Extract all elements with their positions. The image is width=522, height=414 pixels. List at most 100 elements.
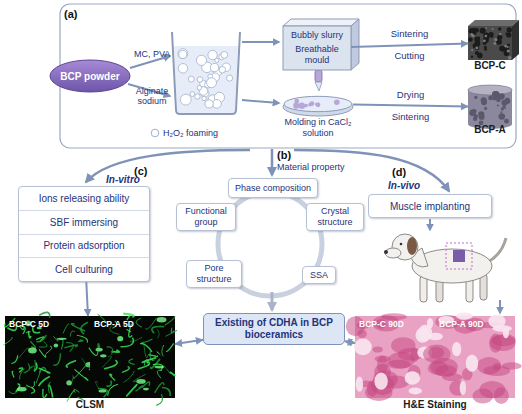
- pore: [494, 38, 497, 41]
- decor-path: [488, 238, 506, 262]
- dog-illustration: [384, 234, 506, 302]
- pore-void: [428, 333, 443, 341]
- node-label: Functional group: [179, 206, 233, 228]
- cell-body: [28, 347, 37, 353]
- cell-strand: [11, 355, 17, 363]
- pore: [473, 117, 477, 121]
- pore: [504, 107, 506, 109]
- cell-strand: [170, 372, 175, 376]
- foam-bubble: [179, 50, 187, 58]
- cell-strand: [122, 367, 129, 373]
- pore-void: [416, 328, 430, 343]
- decor-path: [242, 100, 279, 103]
- pore: [479, 114, 485, 120]
- decor-rect: [453, 250, 465, 262]
- cell-strand: [104, 360, 117, 369]
- panel-label: (a): [64, 8, 77, 20]
- tissue: [375, 355, 391, 362]
- foam-bubble: [188, 76, 194, 82]
- foam-bubble: [178, 49, 188, 59]
- connector-arrow: [86, 282, 88, 316]
- cube-top: [283, 19, 359, 26]
- cell-body: [54, 343, 59, 347]
- image-background: [5, 316, 90, 398]
- panel-label: (d): [392, 166, 406, 178]
- cell-strand: [29, 331, 32, 338]
- cell-strand: [29, 366, 34, 369]
- annotation: MC, PVA: [134, 49, 170, 59]
- edge-label: Sintering Cutting: [384, 23, 436, 67]
- tissue: [449, 380, 466, 396]
- pore: [493, 42, 496, 45]
- node-label: Muscle implanting: [390, 201, 470, 212]
- cell-strand: [107, 347, 113, 355]
- tissue: [411, 348, 419, 363]
- scaffold-block: BCP-A: [468, 90, 512, 124]
- foam-bubble: [219, 67, 225, 73]
- clsm-image: BCP-C 5D: [5, 316, 90, 398]
- cell-strand: [124, 371, 135, 383]
- pore-void: [356, 376, 363, 391]
- pore-void: [460, 381, 466, 395]
- cell-strand: [171, 328, 174, 333]
- node-shape: [468, 90, 512, 124]
- pore: [480, 28, 486, 34]
- cell-strand: [66, 342, 73, 351]
- cell-strand: [136, 386, 143, 391]
- cell-strand: [141, 339, 152, 343]
- property-box: Crystal structure: [306, 203, 364, 231]
- property-box: Functional group: [176, 203, 236, 231]
- block-top: [468, 85, 512, 95]
- connector-arrow: [345, 341, 355, 343]
- pore: [504, 98, 510, 104]
- cell-strand: [156, 394, 162, 406]
- pore-void: [408, 387, 421, 394]
- node-shape: [283, 92, 353, 116]
- cell-strand: [136, 318, 142, 327]
- dish-rim: [284, 96, 352, 111]
- pipette: [315, 70, 322, 91]
- cell-strand: [78, 340, 83, 342]
- pore: [485, 27, 487, 29]
- pore: [506, 32, 511, 37]
- cell-strand: [81, 322, 88, 334]
- pore: [508, 56, 512, 60]
- cell-body: [136, 379, 145, 384]
- scaffold-block: BCP-C: [468, 26, 512, 60]
- mould-box: Bubbly slurryBreathable mould: [283, 26, 351, 70]
- node-label: BCP-C 5D: [9, 319, 49, 330]
- cell-strand: [166, 343, 174, 351]
- bead: [299, 102, 305, 108]
- pore: [507, 46, 509, 48]
- connector-arrow: [351, 44, 468, 47]
- cell-body: [155, 366, 165, 369]
- pore: [481, 97, 487, 103]
- annotation: Alginate sodium: [130, 86, 174, 106]
- method-item: SBF immersing: [19, 211, 149, 235]
- pore: [488, 96, 493, 101]
- node-label: Crystal structure: [309, 206, 361, 228]
- cell-strand: [36, 335, 46, 342]
- cell-body: [117, 336, 123, 341]
- decor-ellipse: [407, 237, 417, 255]
- cell-strand: [138, 362, 150, 369]
- legend-row: H₂O₂ foaming: [150, 128, 218, 138]
- foam-bubble: [178, 64, 187, 73]
- pore: [469, 109, 475, 115]
- bead: [310, 101, 315, 106]
- node-label: BCP-A 90D: [439, 319, 484, 330]
- property-box: Phase composition: [228, 178, 318, 198]
- cell-strand: [34, 363, 37, 372]
- pore: [473, 46, 475, 48]
- cell-strand: [43, 389, 47, 398]
- cell-body: [99, 389, 107, 392]
- pore-void: [452, 342, 461, 356]
- pore: [504, 119, 509, 124]
- bead: [315, 103, 319, 107]
- connector-arrow: [175, 340, 203, 344]
- clsm-image: BCP-A 5D: [90, 316, 175, 398]
- foam-bubble: [202, 96, 206, 100]
- panel-label: (b): [277, 149, 291, 161]
